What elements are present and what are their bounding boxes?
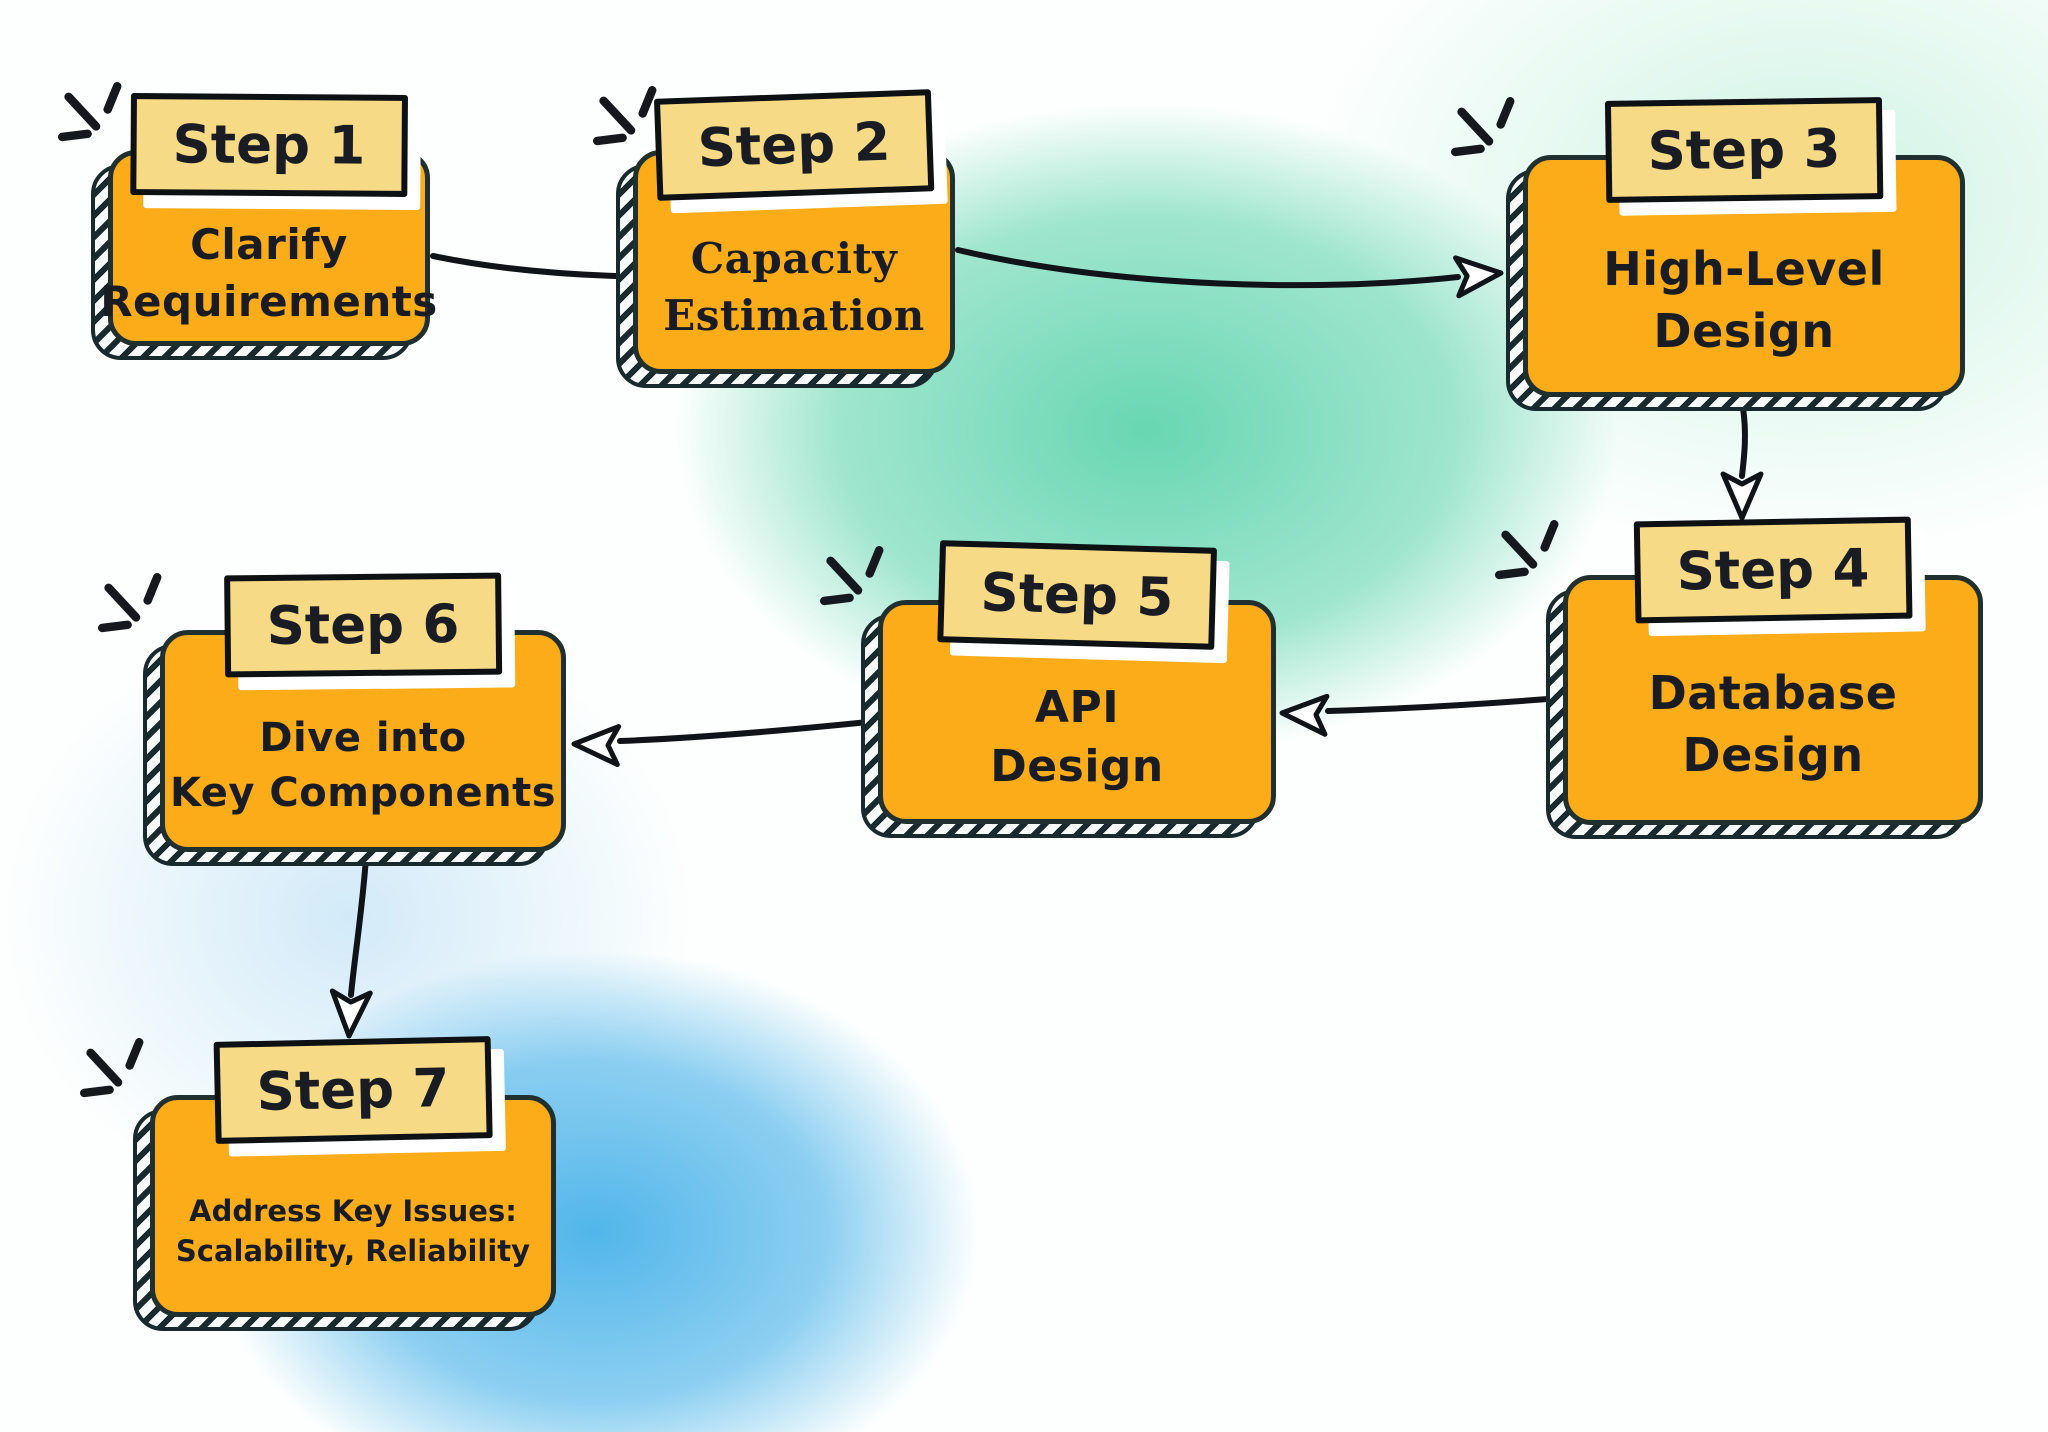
step-1-text-line1: Clarify [190,219,348,269]
step-5-banner-label: Step 5 [979,561,1175,629]
step-6-banner-label: Step 6 [266,593,460,657]
step-4-text-line2: Design [1682,728,1864,782]
step-7-text-line1: Address Key Issues: [189,1194,517,1229]
step-1-text-line2: Requirements [100,277,438,326]
step-3-banner-label: Step 3 [1647,118,1841,182]
step-3-node: High-Level Design Step 3 [1451,97,1965,411]
step-3-text-line1: High-Level [1603,242,1885,297]
arrow-step4-step5 [1279,693,1551,737]
sparkle-icon [820,546,884,606]
arrow-step3-step4 [1720,405,1764,521]
sparkle-icon [98,573,162,633]
step-5-text-line2: Design [990,741,1164,792]
step-3-body: High-Level Design [1523,155,1965,397]
step-4-banner: Step 4 [1633,516,1913,624]
step-3-text-line2: Design [1653,304,1835,358]
sparkle-icon [58,82,122,142]
sparkle-icon [1451,97,1515,157]
step-5-banner: Step 5 [937,540,1217,650]
step-2-node: Capacity Estimation Step 2 [593,86,955,388]
step-4-node: Database Design Step 4 [1495,516,1983,839]
step-2-banner: Step 2 [653,89,935,201]
step-4-body: Database Design [1563,575,1983,825]
step-6-node: Dive into Key Components Step 6 [98,572,566,866]
step-7-banner: Step 7 [213,1036,493,1144]
step-1-node: Clarify Requirements Step 1 [58,82,437,360]
sparkle-icon [80,1038,144,1098]
step-4-banner-label: Step 4 [1676,537,1870,603]
sparkle-icon [593,86,657,146]
arrow-step2-step3 [955,247,1504,299]
step-7-text-line2: Scalability, Reliability [175,1233,531,1268]
step-4-text-line1: Database [1648,666,1898,721]
step-1-banner: Step 1 [130,93,408,197]
step-1-banner-label: Step 1 [172,113,366,177]
step-3-banner: Step 3 [1604,97,1884,203]
arrow-step6-step7 [329,855,373,1039]
step-2-banner-label: Step 2 [696,111,892,179]
step-6-text-line2: Key Components [169,770,557,816]
arrow-step5-step6 [571,718,881,768]
step-2-text-line2: Estimation [663,291,925,340]
step-7-banner-label: Step 7 [256,1057,450,1123]
step-6-banner: Step 6 [224,572,502,678]
step-5-node: API Design Step 5 [820,540,1276,838]
sparkle-icon [1495,520,1559,580]
step-2-text-line1: Capacity [690,233,898,283]
step-5-text-line1: API [1034,681,1120,733]
step-7-node: Address Key Issues: Scalability, Reliabi… [80,1036,556,1331]
step-6-text-line1: Dive into [259,715,467,762]
